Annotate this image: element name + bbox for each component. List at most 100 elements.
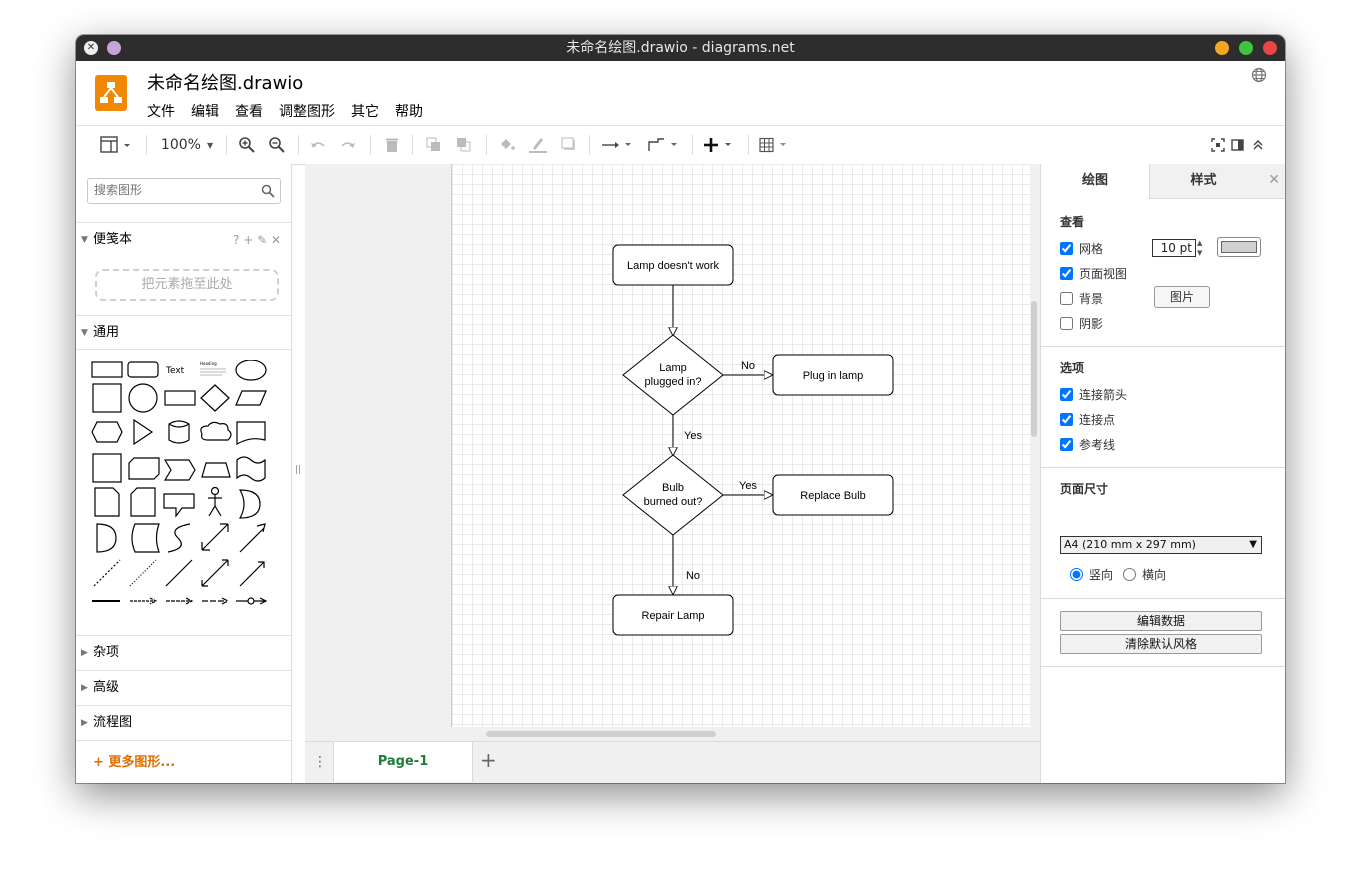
edit-data-button[interactable]: 编辑数据: [1060, 611, 1262, 631]
node-repair-lamp[interactable]: [612, 594, 734, 636]
connection-points-option[interactable]: 连接点: [1060, 411, 1115, 428]
grid-color-button[interactable]: [1217, 237, 1261, 257]
diagram-page[interactable]: Lamp doesn't work Lamp plugged in? Plug …: [451, 164, 1030, 727]
text-shape[interactable]: Text: [165, 366, 185, 376]
cylinder-shape[interactable]: [168, 420, 190, 444]
document-shape[interactable]: [236, 421, 266, 446]
menu-edit[interactable]: 编辑: [191, 104, 219, 120]
zoom-out-button[interactable]: [266, 135, 288, 155]
advanced-header[interactable]: ▶ 高级: [76, 670, 291, 704]
node-bulb-burned-out[interactable]: [622, 454, 724, 536]
dotted-arrow-shape[interactable]: [202, 597, 230, 605]
general-header[interactable]: ▼ 通用: [76, 315, 291, 349]
zoom-in-button[interactable]: [236, 135, 258, 155]
dashed-arrow-shape-2[interactable]: [166, 597, 194, 605]
line-shape[interactable]: [165, 559, 193, 587]
maximize-button[interactable]: [1239, 41, 1253, 55]
dotted-line-shape[interactable]: [129, 559, 157, 587]
tab-style[interactable]: 样式: [1149, 164, 1257, 199]
curve-connector-shape[interactable]: [167, 523, 191, 553]
or-shape[interactable]: [238, 489, 261, 519]
format-panel-toggle[interactable]: [1230, 135, 1246, 155]
card-shape[interactable]: [130, 487, 156, 517]
tab-diagram[interactable]: 绘图: [1041, 164, 1149, 198]
globe-icon[interactable]: [1251, 67, 1267, 83]
shadow-checkbox[interactable]: [1060, 317, 1073, 330]
panel-view-button[interactable]: [100, 135, 134, 155]
line-color-button[interactable]: [527, 135, 549, 155]
menu-file[interactable]: 文件: [147, 104, 175, 120]
connection-arrows-option[interactable]: 连接箭头: [1060, 386, 1127, 403]
page-menu-icon[interactable]: ⋮: [313, 754, 327, 770]
close-icon[interactable]: ✕: [1268, 172, 1280, 188]
connection-points-checkbox[interactable]: [1060, 413, 1073, 426]
menu-extras[interactable]: 其它: [351, 104, 379, 120]
grid-option[interactable]: 网格: [1060, 240, 1103, 257]
triangle-shape[interactable]: [133, 418, 154, 446]
background-option[interactable]: 背景: [1060, 290, 1103, 307]
horizontal-scrollbar[interactable]: [486, 731, 716, 737]
connection-style-button[interactable]: [600, 135, 636, 155]
guides-checkbox[interactable]: [1060, 438, 1073, 451]
page-view-option[interactable]: 页面视图: [1060, 265, 1127, 282]
fullscreen-button[interactable]: [1210, 135, 1226, 155]
actor-shape[interactable]: [208, 486, 222, 517]
scratchpad-actions[interactable]: ? + ✎ ✕: [233, 233, 281, 247]
bidirectional-arrow-shape[interactable]: [201, 523, 229, 551]
zoom-dropdown[interactable]: 100% ▼: [158, 135, 216, 155]
window-menu-button[interactable]: [107, 41, 121, 55]
tape-shape[interactable]: [236, 456, 266, 482]
landscape-radio[interactable]: [1123, 568, 1136, 581]
node-lamp-plugged-in[interactable]: [622, 334, 724, 416]
fill-color-button[interactable]: [497, 135, 517, 155]
search-input[interactable]: [88, 179, 254, 201]
table-button[interactable]: [758, 135, 792, 155]
flowchart-header[interactable]: ▶ 流程图: [76, 705, 291, 739]
background-image-button[interactable]: 图片: [1154, 286, 1210, 308]
minimize-button[interactable]: [1215, 41, 1229, 55]
cloud-shape[interactable]: [200, 421, 232, 441]
close-button[interactable]: [1263, 41, 1277, 55]
guides-option[interactable]: 参考线: [1060, 436, 1115, 453]
shadow-option[interactable]: 阴影: [1060, 315, 1103, 332]
node-lamp-doesnt-work[interactable]: [612, 244, 734, 286]
portrait-option[interactable]: 竖向: [1070, 566, 1113, 583]
delete-button[interactable]: [382, 135, 402, 155]
hexagon-shape[interactable]: [91, 421, 123, 443]
cube-shape[interactable]: [128, 457, 160, 480]
trapezoid-shape[interactable]: [201, 462, 231, 478]
search-icon[interactable]: [261, 184, 275, 198]
rounded-rectangle-shape[interactable]: [127, 361, 159, 378]
step-shape[interactable]: [163, 459, 196, 481]
redo-button[interactable]: [338, 135, 358, 155]
menu-view[interactable]: 查看: [235, 104, 263, 120]
arrow-shape[interactable]: [239, 523, 266, 553]
sidebar-resize-handle[interactable]: ||: [295, 465, 302, 475]
callout-shape[interactable]: [163, 493, 195, 518]
diagram-canvas[interactable]: Lamp doesn't work Lamp plugged in? Plug …: [305, 164, 1040, 741]
collapse-button[interactable]: [1250, 135, 1266, 155]
scratchpad-dropzone[interactable]: 把元素拖至此处: [95, 269, 279, 301]
menu-arrange[interactable]: 调整图形: [279, 104, 335, 120]
waypoints-button[interactable]: [646, 135, 682, 155]
diamond-shape[interactable]: [200, 384, 230, 412]
note-shape[interactable]: [94, 487, 120, 517]
heading-shape[interactable]: Heading: [200, 361, 226, 376]
dashed-arrow-shape[interactable]: [130, 597, 158, 605]
data-storage-shape[interactable]: [131, 523, 160, 553]
portrait-radio[interactable]: [1070, 568, 1083, 581]
tab-page-1[interactable]: Page-1: [333, 742, 473, 782]
rectangle-shape[interactable]: [91, 361, 123, 378]
landscape-option[interactable]: 横向: [1123, 566, 1166, 583]
insert-button[interactable]: [702, 135, 738, 155]
misc-header[interactable]: ▶ 杂项: [76, 635, 291, 669]
grid-size-stepper[interactable]: ▲▼: [1197, 239, 1203, 257]
ellipse-shape[interactable]: [235, 360, 267, 381]
page-view-checkbox[interactable]: [1060, 267, 1073, 280]
to-back-button[interactable]: [454, 135, 474, 155]
background-checkbox[interactable]: [1060, 292, 1073, 305]
grid-size-input[interactable]: 10 pt: [1152, 239, 1196, 257]
directional-connector-shape[interactable]: [239, 561, 265, 587]
more-shapes-link[interactable]: + 更多图形...: [93, 755, 176, 770]
page-size-select[interactable]: A4 (210 mm x 297 mm) ▼: [1060, 536, 1262, 554]
